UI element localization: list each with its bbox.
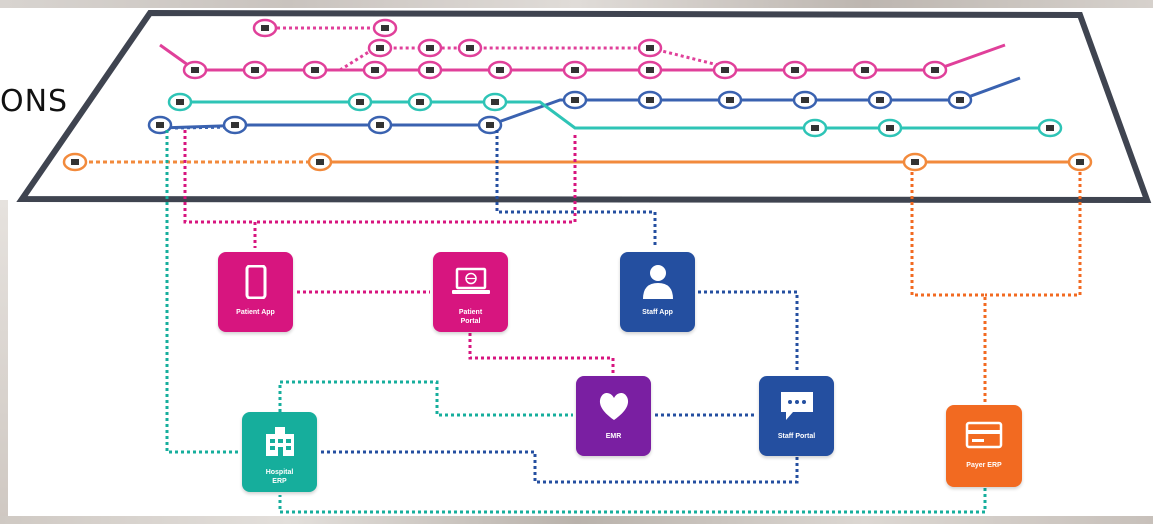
station-glyph <box>646 97 654 103</box>
staff-app-tile[interactable]: Staff App <box>620 252 695 332</box>
photo-edge-left <box>0 200 8 520</box>
station-glyph <box>191 67 199 73</box>
station-glyph <box>261 25 269 31</box>
station-glyph <box>876 97 884 103</box>
station-glyph <box>861 67 869 73</box>
patient-app-label: Patient App <box>236 309 275 316</box>
connector-board-to-payer-erp-right <box>985 172 1082 297</box>
laptop-globe-icon <box>451 262 491 302</box>
journey-map-board <box>16 9 1152 204</box>
station-glyph <box>251 67 259 73</box>
connector-board-pink-right <box>255 135 577 224</box>
station-glyph <box>726 97 734 103</box>
connector-board-to-payer-erp-left <box>910 172 987 402</box>
station-glyph <box>1076 159 1084 165</box>
payer-erp-tile[interactable]: Payer ERP <box>946 405 1022 487</box>
station-glyph <box>721 67 729 73</box>
station-glyph <box>646 67 654 73</box>
payment-card-icon <box>964 415 1004 455</box>
connector-hospital-erp-emr <box>278 380 573 417</box>
patient-portal-tile[interactable]: Patient Portal <box>433 252 508 332</box>
patient-app-tile[interactable]: Patient App <box>218 252 293 332</box>
station-glyph <box>71 159 79 165</box>
staff-portal-label: Staff Portal <box>777 433 816 440</box>
station-glyph <box>356 99 364 105</box>
station-glyph <box>956 97 964 103</box>
hospital-erp-label: Hospital ERP <box>265 469 294 485</box>
cut-off-heading-text: ONS <box>0 84 69 119</box>
station-glyph <box>311 67 319 73</box>
patient-portal-label: Patient Portal <box>458 309 483 325</box>
station-glyph <box>911 159 919 165</box>
station-glyph <box>316 159 324 165</box>
staff-portal-tile[interactable]: Staff Portal <box>759 376 834 456</box>
hospital-building-icon <box>260 422 300 462</box>
connector-patient-portal-emr <box>468 333 615 373</box>
staff-person-icon <box>638 262 678 302</box>
connector-staff-portal-hospital-erp <box>320 450 799 484</box>
station-glyph <box>426 45 434 51</box>
photo-edge-top <box>0 0 1153 8</box>
connector-board-to-patient-app <box>183 130 257 248</box>
station-glyph <box>176 99 184 105</box>
pink-branch <box>339 46 731 72</box>
station-glyph <box>426 67 434 73</box>
station-glyph <box>371 67 379 73</box>
station-glyph <box>466 45 474 51</box>
station-glyph <box>886 125 894 131</box>
station-glyph <box>1046 125 1054 131</box>
station-glyph <box>791 67 799 73</box>
connector-payer-erp-hospital-erp <box>278 488 987 514</box>
station-glyph <box>381 25 389 31</box>
station-glyph <box>801 97 809 103</box>
connector-board-to-staff-app <box>495 130 657 248</box>
station-glyph <box>931 67 939 73</box>
station-glyph <box>486 122 494 128</box>
station-glyph <box>811 125 819 131</box>
connectors <box>165 130 1082 514</box>
connector-staff-app-staff-portal <box>698 290 799 370</box>
station-glyph <box>571 97 579 103</box>
station-glyph <box>376 45 384 51</box>
station-glyph <box>231 122 239 128</box>
journey-map-stations <box>62 18 1093 172</box>
emr-label: EMR <box>605 433 622 440</box>
station-glyph <box>496 67 504 73</box>
station-glyph <box>376 122 384 128</box>
staff-app-label: Staff App <box>642 309 673 316</box>
station-glyph <box>416 99 424 105</box>
station-glyph <box>571 67 579 73</box>
emr-tile[interactable]: EMR <box>576 376 651 456</box>
station-glyph <box>646 45 654 51</box>
smartphone-icon <box>236 262 276 302</box>
photo-edge-bottom <box>0 516 1153 524</box>
station-glyph <box>491 99 499 105</box>
chat-bubble-icon <box>777 386 817 426</box>
payer-erp-label: Payer ERP <box>966 462 1002 469</box>
station-glyph <box>156 122 164 128</box>
hospital-erp-tile[interactable]: Hospital ERP <box>242 412 317 492</box>
heart-icon <box>594 386 634 426</box>
